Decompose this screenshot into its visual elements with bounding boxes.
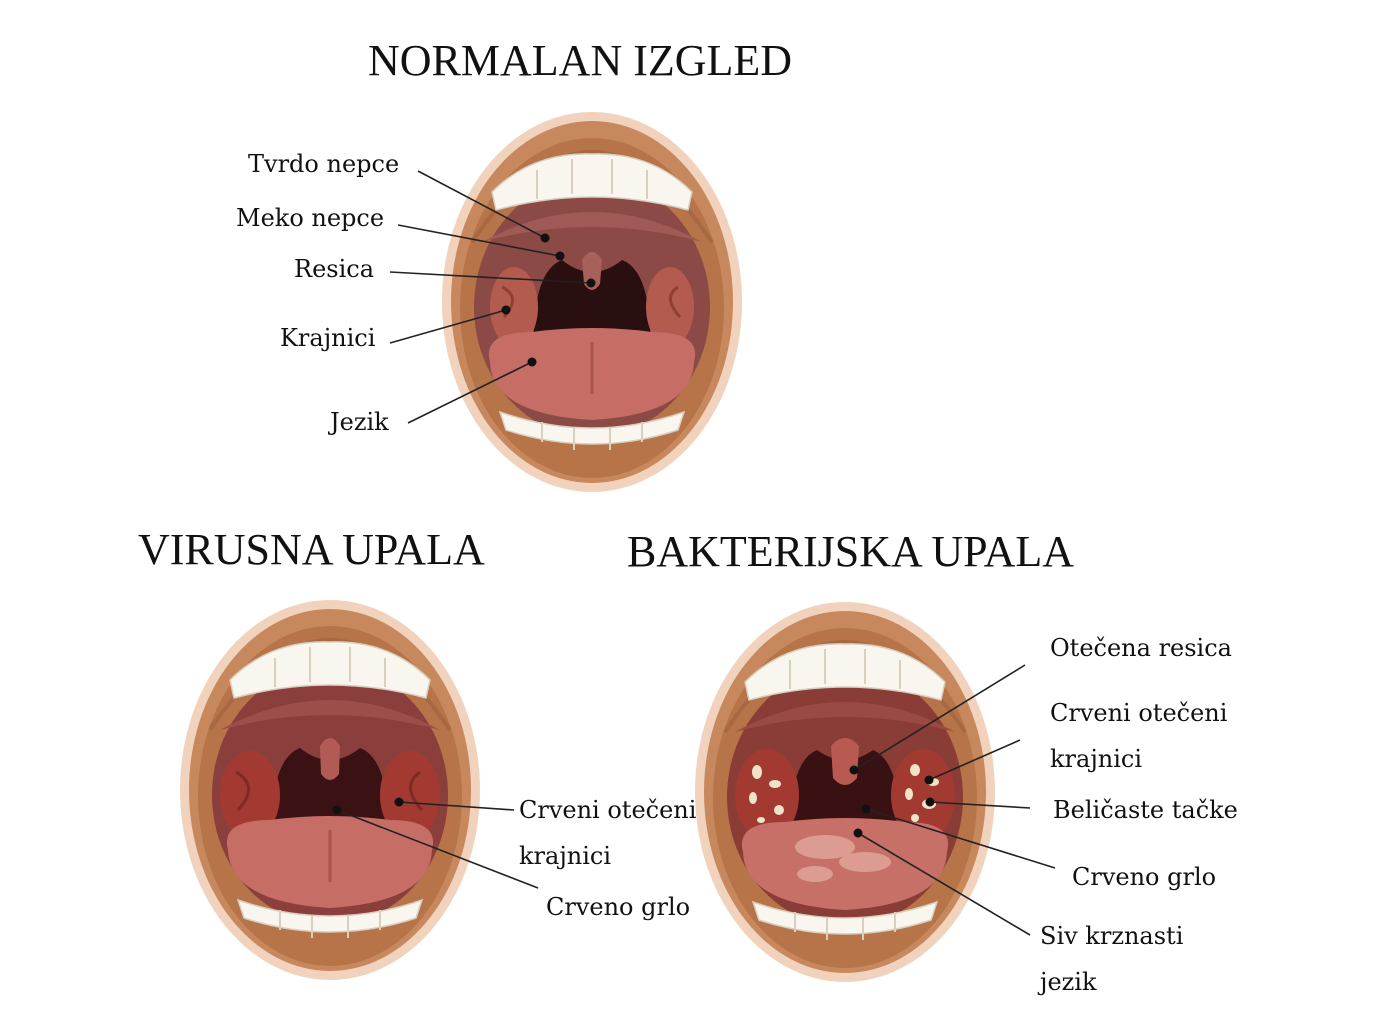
label-swollen-uvula: Otečena resica <box>1050 634 1232 662</box>
label-white-spots: Beličaste tačke <box>1053 796 1238 824</box>
label-red-throat: Crveno grlo <box>1072 863 1216 891</box>
tonsil-right <box>646 267 694 347</box>
label-tonsils: Krajnici <box>280 324 376 352</box>
title-normal: NORMALAN IZGLED <box>368 36 792 85</box>
tonsil-right <box>380 751 440 839</box>
uvula <box>320 738 340 780</box>
label-red-swollen-tonsils-1: Crveni otečeni <box>519 796 697 824</box>
tonsil-right <box>891 749 955 841</box>
label-red-swollen-tonsils-1: Crveni otečeni <box>1050 699 1228 727</box>
label-red-swollen-tonsils-2: krajnici <box>519 842 611 870</box>
label-gray-furry-tongue-2: jezik <box>1037 968 1097 996</box>
gray-coating <box>795 835 891 882</box>
tonsil-left <box>220 751 280 839</box>
label-red-throat: Crveno grlo <box>546 893 690 921</box>
label-hard-palate: Tvrdo nepce <box>248 150 399 178</box>
label-red-swollen-tonsils-2: krajnici <box>1050 745 1142 773</box>
uvula <box>582 252 602 290</box>
label-uvula: Resica <box>294 255 374 283</box>
title-bacterial: BAKTERIJSKA UPALA <box>627 527 1074 576</box>
hard-palate <box>482 212 702 242</box>
white-spots <box>749 764 939 823</box>
mouth-viral <box>178 598 482 982</box>
label-soft-palate: Meko nepce <box>236 204 384 232</box>
label-tongue: Jezik <box>327 408 389 436</box>
label-gray-furry-tongue-1: Siv krznasti <box>1040 922 1184 950</box>
mouth-bacterial <box>693 600 997 984</box>
tonsil-left <box>735 749 799 841</box>
uvula <box>831 738 859 785</box>
mouth-normal <box>440 110 744 494</box>
title-viral: VIRUSNA UPALA <box>138 525 485 574</box>
